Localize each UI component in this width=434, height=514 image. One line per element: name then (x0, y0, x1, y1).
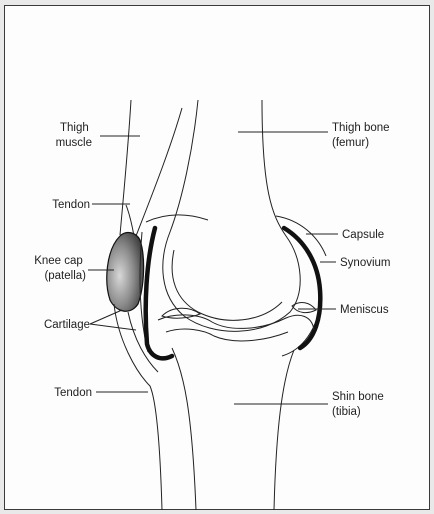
tibia-shape (158, 315, 314, 510)
label-cartilage: Cartilage (44, 319, 90, 331)
label-capsule: Capsule (342, 229, 384, 241)
label-thigh-muscle: Thigh muscle (56, 122, 92, 149)
label-knee-cap: Knee cap (patella) (34, 255, 86, 282)
synovium-lining (146, 228, 321, 358)
label-meniscus: Meniscus (340, 304, 389, 316)
label-shin-bone: Shin bone (tibia) (332, 391, 387, 418)
label-tendon-upper: Tendon (52, 199, 90, 211)
label-tendon-lower: Tendon (54, 387, 92, 399)
patella-shape (107, 233, 144, 312)
tendon-lower-shape (114, 304, 162, 510)
label-synovium: Synovium (340, 257, 391, 269)
label-thigh-bone: Thigh bone (femur) (332, 122, 393, 149)
femur-shape (163, 100, 300, 331)
